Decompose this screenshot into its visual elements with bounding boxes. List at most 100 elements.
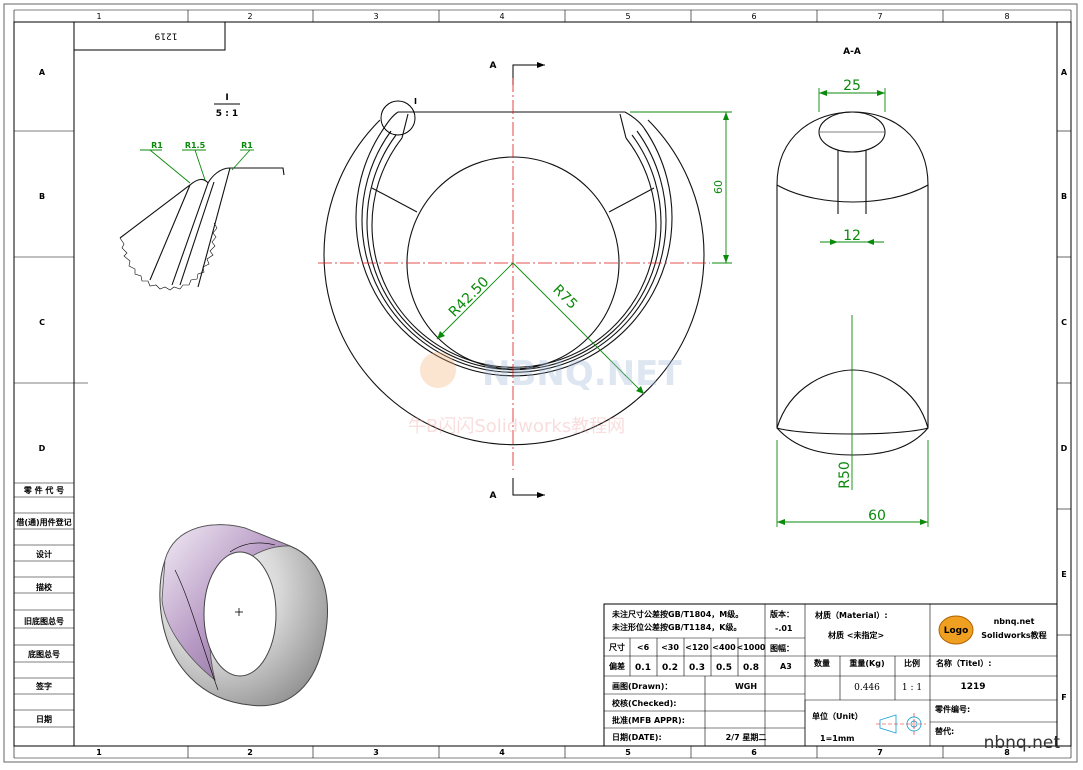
total-width-dim: 60 bbox=[868, 508, 886, 524]
drawn-label: 画图(Drawn)： bbox=[612, 682, 672, 691]
projection-symbol-icon bbox=[876, 713, 926, 735]
size-range: <6 bbox=[637, 643, 650, 652]
fillet-label: R1.5 bbox=[185, 141, 206, 150]
name-label: 名称（Titel）: bbox=[936, 658, 991, 668]
col-label-top: 1 bbox=[96, 12, 101, 21]
drawing-number: 1219 bbox=[154, 31, 177, 41]
corner-watermark: nbnq.net bbox=[984, 733, 1061, 753]
tolerance-note-1: 未注尺寸公差按GB/T1804，M级。 bbox=[611, 609, 743, 619]
logo-text: Logo bbox=[944, 626, 969, 636]
col-label-top: 2 bbox=[247, 12, 252, 21]
row-label-left: A bbox=[39, 68, 46, 77]
unit-value: 1=1mm bbox=[820, 734, 855, 743]
company-name: nbnq.net bbox=[994, 617, 1035, 626]
section-title: A-A bbox=[843, 47, 861, 57]
col-label-bottom: 7 bbox=[877, 748, 883, 757]
height-dim: 60 bbox=[712, 180, 725, 194]
size-range: <1000 bbox=[737, 643, 766, 652]
col-label-bottom: 5 bbox=[625, 748, 631, 757]
col-label-top: 5 bbox=[625, 12, 630, 21]
row-label-right: D bbox=[1061, 444, 1068, 453]
section-marker-bottom: A bbox=[490, 491, 497, 501]
col-label-bottom: 3 bbox=[373, 748, 379, 757]
material-value: 材质 <未指定> bbox=[828, 630, 884, 640]
col-label-top: 7 bbox=[877, 12, 882, 21]
material-label: 材质（Material）: bbox=[815, 610, 888, 620]
hole-width-dim: 12 bbox=[843, 228, 861, 244]
row-label-right: F bbox=[1061, 693, 1066, 702]
tolerance-value: 0.8 bbox=[743, 663, 759, 673]
drawn-value: WGH bbox=[735, 682, 757, 691]
strip-label: 旧底图总号 bbox=[24, 616, 64, 626]
detail-scale: 5 : 1 bbox=[216, 109, 238, 119]
row-label-right: C bbox=[1061, 318, 1067, 327]
row-label-left: D bbox=[39, 444, 46, 453]
date-label: 日期(DATE): bbox=[612, 732, 662, 742]
date-value: 2/7 星期二 bbox=[726, 732, 767, 742]
replace-label: 替代: bbox=[935, 726, 954, 736]
strip-label: 签字 bbox=[35, 681, 52, 691]
scale-label: 比例 bbox=[904, 658, 920, 668]
size-range: <30 bbox=[661, 643, 679, 652]
watermark-logo: NBNQ.NET bbox=[482, 354, 682, 394]
company-subtitle: Solidworks教程 bbox=[981, 630, 1046, 640]
watermark: NBNQ.NET 牛B闪闪Solidworks教程网 bbox=[408, 352, 682, 437]
col-label-top: 4 bbox=[499, 12, 504, 21]
tolerance-value: 0.3 bbox=[689, 663, 705, 673]
tolerance-note-2: 未注形位公差按GB/T1184，K级。 bbox=[611, 622, 742, 632]
strip-label: 设计 bbox=[36, 549, 52, 559]
section-view: A-A 25 12 R50 60 bbox=[776, 47, 929, 527]
tolerance-value: 0.5 bbox=[716, 663, 732, 673]
quantity-label: 数量 bbox=[814, 658, 830, 668]
strip-label: 借(通)用件登记 bbox=[15, 517, 71, 527]
tolerance-value: 0.1 bbox=[635, 663, 651, 673]
logo-icon bbox=[938, 615, 974, 645]
strip-label: 零 件 代 号 bbox=[23, 485, 64, 495]
weight-value: 0.446 bbox=[854, 683, 880, 693]
strip-label: 描校 bbox=[36, 582, 53, 592]
row-label-right: A bbox=[1061, 68, 1068, 77]
row-label-left: C bbox=[39, 318, 45, 327]
scale-value: 1 : 1 bbox=[902, 683, 922, 693]
drawing-area bbox=[73, 21, 1058, 747]
detail-marker: I bbox=[414, 97, 417, 106]
row-label-right: B bbox=[1061, 192, 1067, 201]
watermark-subtitle: 牛B闪闪Solidworks教程网 bbox=[408, 416, 625, 437]
col-label-top: 3 bbox=[373, 12, 378, 21]
weight-label: 重量(Kg) bbox=[849, 658, 884, 668]
drawing-number-box bbox=[73, 21, 226, 51]
col-label-top: 8 bbox=[1004, 12, 1009, 21]
approved-label: 批准(MFB APPR): bbox=[612, 715, 685, 725]
detail-view: I 5 : 1 R1 R1.5 R1 bbox=[119, 93, 285, 291]
title-block: 未注尺寸公差按GB/T1804，M级。 未注形位公差按GB/T1184，K级。 … bbox=[603, 603, 1058, 747]
checked-label: 校核(Checked): bbox=[612, 698, 677, 708]
version-label: 版本： bbox=[769, 609, 794, 619]
isometric-view bbox=[159, 524, 328, 707]
zone-rows: A B C D A B C D E F bbox=[14, 68, 1071, 702]
detail-label: I bbox=[225, 93, 228, 103]
col-label-top: 6 bbox=[751, 12, 756, 21]
section-marker-top: A bbox=[490, 61, 497, 71]
col-label-bottom: 4 bbox=[499, 748, 505, 757]
version-value: -.01 bbox=[775, 624, 793, 633]
strip-label: 日期 bbox=[36, 714, 52, 724]
sheet-size-value: A3 bbox=[780, 662, 792, 671]
name-value: 1219 bbox=[960, 682, 985, 692]
size-header: 尺寸 bbox=[609, 642, 625, 652]
col-label-bottom: 1 bbox=[96, 748, 102, 757]
radius-dim: R50 bbox=[837, 461, 853, 489]
size-range: <400 bbox=[712, 643, 736, 652]
tolerance-header: 偏差 bbox=[609, 661, 625, 671]
top-width-dim: 25 bbox=[843, 78, 861, 94]
part-number-label: 零件编号: bbox=[934, 704, 970, 714]
left-strip: 零 件 代 号 借(通)用件登记 设计 描校 旧底图总号 底图总号 签字 日期 bbox=[14, 482, 74, 728]
col-label-bottom: 6 bbox=[751, 748, 757, 757]
zone-columns: 1 2 3 4 5 6 7 8 1 2 3 4 5 6 7 8 bbox=[96, 10, 1010, 758]
size-range: <120 bbox=[685, 643, 709, 652]
col-label-bottom: 2 bbox=[247, 748, 253, 757]
sheet-size-label: 图幅： bbox=[770, 643, 794, 653]
tolerance-value: 0.2 bbox=[662, 663, 678, 673]
fillet-label: R1 bbox=[151, 141, 163, 150]
col-label-bottom: 8 bbox=[1004, 748, 1010, 757]
